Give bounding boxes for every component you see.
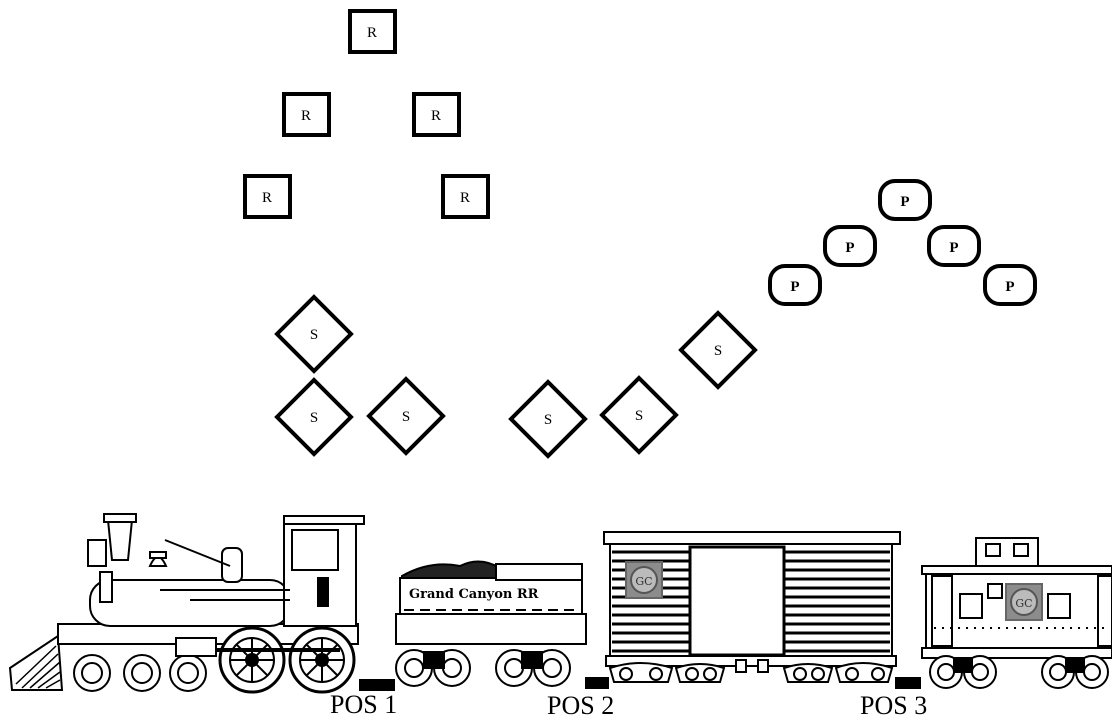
locomotive <box>8 513 395 694</box>
caboose-logo: GC <box>1005 583 1043 621</box>
s-label: S <box>714 343 722 359</box>
p-label: P <box>790 279 799 295</box>
caboose-wheels <box>929 655 1109 689</box>
tender-car: Grand Canyon RR <box>395 560 609 689</box>
p-label: P <box>900 194 909 210</box>
p-label: P <box>1005 279 1014 295</box>
s-diamond: S <box>599 375 679 455</box>
tender-wheels <box>395 649 571 687</box>
p-shape-group: P P P P P <box>768 179 1037 306</box>
s-diamond-group: S S S S S S <box>274 294 758 459</box>
r-label: R <box>262 190 272 206</box>
s-label: S <box>402 409 410 425</box>
p-shape: P <box>927 225 981 267</box>
s-label: S <box>310 410 318 426</box>
s-label: S <box>635 408 643 424</box>
s-diamond: S <box>274 377 354 457</box>
loco-wheels <box>73 626 356 694</box>
s-diamond: S <box>274 294 354 374</box>
s-diamond: S <box>508 379 588 459</box>
tender-label: Grand Canyon RR <box>409 587 539 602</box>
s-label: S <box>544 412 552 428</box>
pos-2-label: POS 2 <box>547 691 615 720</box>
r-label: R <box>301 108 311 124</box>
r-label: R <box>460 190 470 206</box>
box-car: GC <box>603 531 921 689</box>
p-shape: P <box>878 179 932 221</box>
r-label: R <box>367 25 377 41</box>
r-square: R <box>412 92 461 137</box>
s-diamond: S <box>366 376 446 456</box>
p-shape: P <box>823 225 877 267</box>
pos-1-label: POS 1 <box>330 690 398 719</box>
s-diamond: S <box>678 310 758 390</box>
r-square: R <box>441 174 490 219</box>
caboose: GC <box>921 537 1112 689</box>
box-car-logo-text: GC <box>635 575 652 588</box>
pos-3-label: POS 3 <box>860 691 928 720</box>
r-square-group: R R R R R <box>243 9 490 219</box>
s-label: S <box>310 327 318 343</box>
train: Grand Canyon RR <box>8 513 1112 694</box>
r-label: R <box>431 108 441 124</box>
p-shape: P <box>768 264 822 306</box>
p-label: P <box>845 240 854 256</box>
box-car-trucks <box>608 659 894 683</box>
r-square: R <box>243 174 292 219</box>
r-square: R <box>282 92 331 137</box>
box-car-logo: GC <box>625 561 663 599</box>
p-label: P <box>949 240 958 256</box>
caboose-logo-text: GC <box>1015 597 1032 610</box>
p-shape: P <box>983 264 1037 306</box>
r-square: R <box>348 9 397 54</box>
